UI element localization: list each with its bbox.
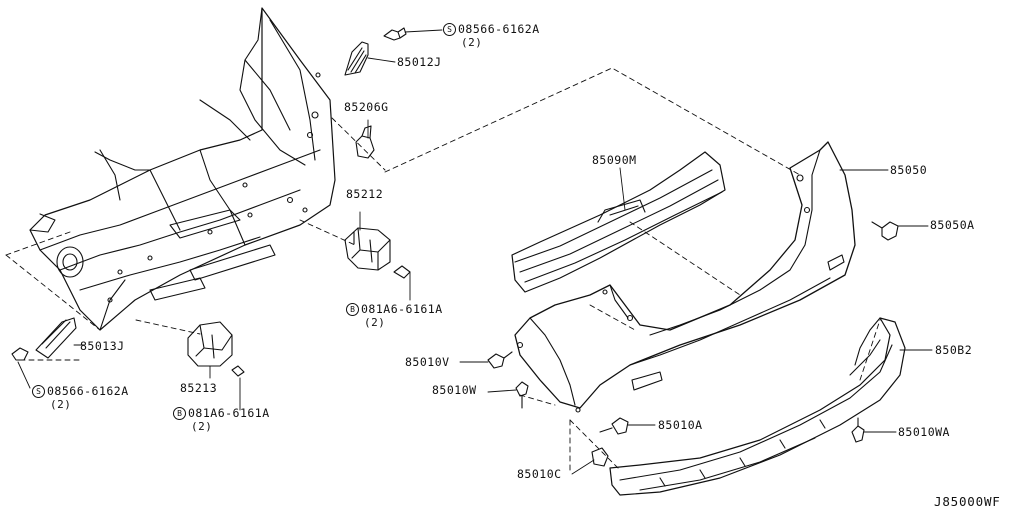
- quantity: (2): [50, 398, 72, 411]
- part-number: 08566-6162A: [458, 22, 540, 36]
- bracket-85013j: [11, 317, 77, 361]
- rear-body-panel: [29, 7, 336, 331]
- bolt-top: [383, 27, 407, 41]
- bracket-85012j: [344, 41, 369, 76]
- reinforcement-85090m: [511, 151, 726, 293]
- quantity: (2): [364, 316, 386, 329]
- part-number: 08566-6162A: [47, 384, 129, 398]
- clip-85206g: [355, 125, 375, 159]
- part-number: 081A6-6161A: [188, 406, 270, 420]
- callout-85213: 85213: [180, 381, 218, 395]
- callout-85082: 850B2: [935, 343, 973, 357]
- rear-bumper-85050: [514, 141, 856, 413]
- callout-85010v: 85010V: [405, 355, 450, 369]
- callout-85010a: 85010A: [658, 418, 703, 432]
- b-symbol-icon: B: [346, 303, 359, 316]
- callout-85010wa: 85010WA: [898, 425, 950, 439]
- fastener-85050a: [871, 221, 899, 241]
- callout-85212: 85212: [346, 187, 384, 201]
- bracket-85213: [187, 321, 245, 377]
- dashed-reference-lines: [5, 67, 881, 471]
- fastener-85010wa: [851, 417, 865, 443]
- leader-lines: [17, 29, 933, 475]
- callout-85010w: 85010W: [432, 383, 477, 397]
- s-symbol-icon: S: [443, 23, 456, 36]
- fastener-85010a: [599, 417, 629, 435]
- callout-85090m: 85090M: [592, 153, 637, 167]
- s-symbol-icon: S: [32, 385, 45, 398]
- quantity: (2): [191, 420, 213, 433]
- callout-85050: 85050: [890, 163, 928, 177]
- diagram-code: J85000WF: [934, 494, 1001, 509]
- callout-85010c: 85010C: [517, 467, 562, 481]
- b-symbol-icon: B: [173, 407, 186, 420]
- callout-85013j: 85013J: [80, 339, 125, 353]
- callout-85050a: 85050A: [930, 218, 975, 232]
- callout-85012j: 85012J: [397, 55, 442, 69]
- fastener-85010c: [591, 447, 609, 467]
- fastener-85010w: [515, 381, 529, 409]
- part-number: 081A6-6161A: [361, 302, 443, 316]
- callout-85206g: 85206G: [344, 100, 389, 114]
- lower-diffuser-85082: [609, 317, 906, 496]
- quantity: (2): [461, 36, 483, 49]
- fastener-85010v: [487, 351, 513, 369]
- bracket-85212: [344, 227, 411, 279]
